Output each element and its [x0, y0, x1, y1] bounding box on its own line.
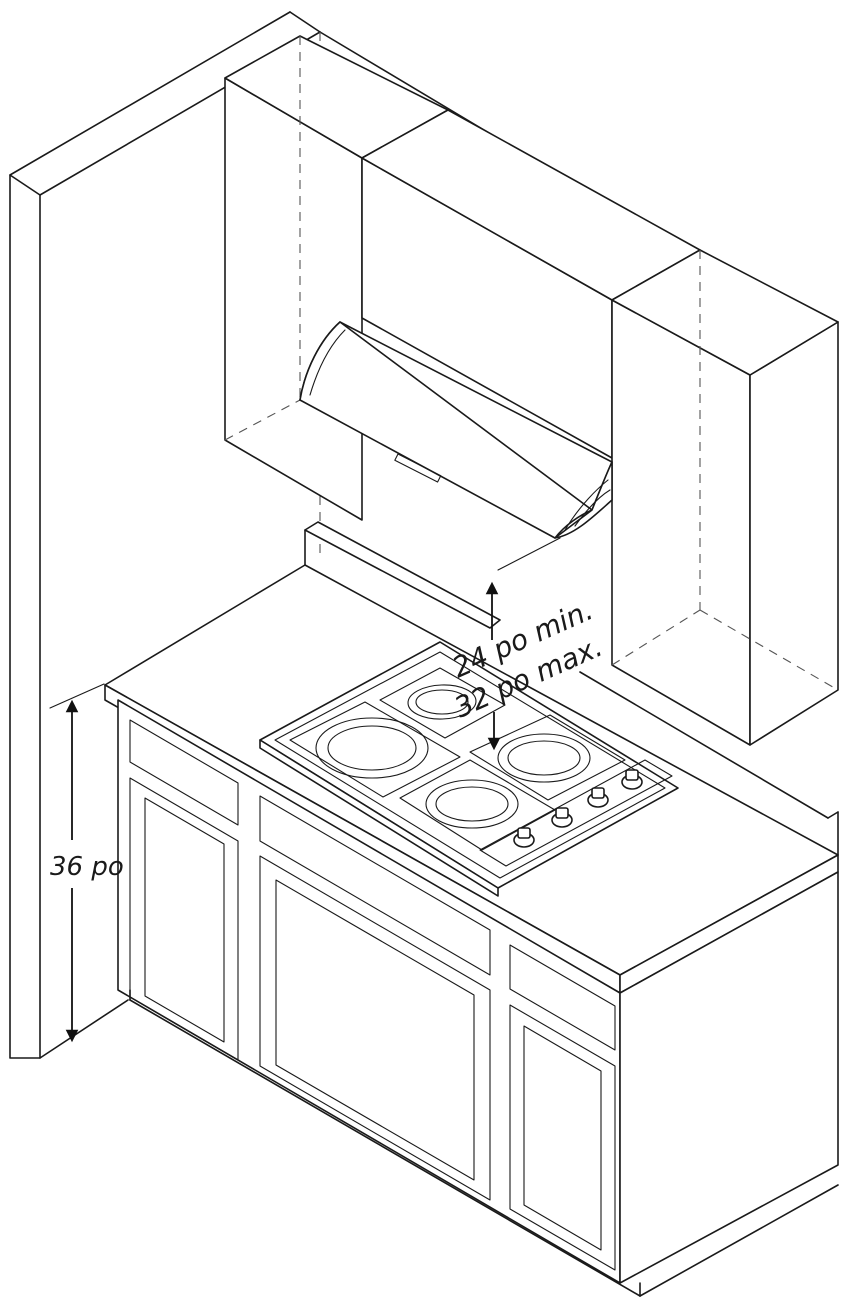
- knob-3: [587, 787, 609, 808]
- range-hood: [299, 321, 613, 539]
- burner-rear-right: [469, 714, 626, 801]
- knob-4: [621, 769, 643, 790]
- base-cabinets: [117, 699, 839, 1297]
- burner-front-right: [399, 759, 556, 851]
- counter-height-dimension: 36 po: [49, 683, 124, 1043]
- control-knobs: [513, 769, 643, 848]
- backsplash: [304, 521, 839, 856]
- knob-2: [551, 807, 573, 828]
- burner-front-left: [289, 701, 461, 798]
- tall-cabinet-right: [611, 249, 839, 746]
- burner-rear-left: [379, 667, 506, 739]
- cooktop: [259, 641, 679, 897]
- knob-1: [513, 827, 535, 848]
- counter-height-label: 36 po: [50, 852, 124, 882]
